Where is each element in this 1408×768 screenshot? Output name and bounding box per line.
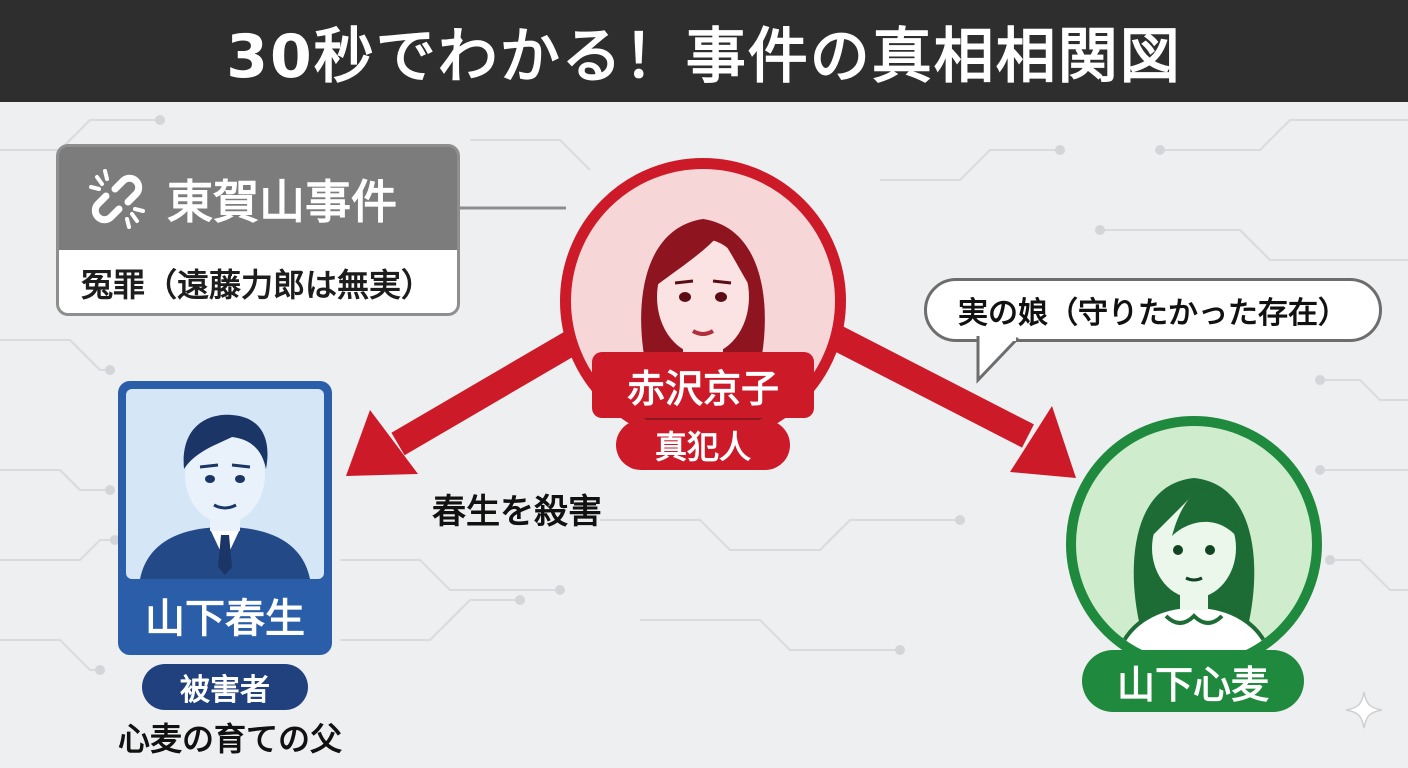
broken-link-icon: [89, 168, 145, 229]
victim-relation-note: 心麦の育ての父: [117, 720, 342, 758]
daughter-portrait: [1066, 416, 1322, 672]
victim-card: 山下春生: [118, 381, 332, 655]
culprit-name-label: 赤沢京子: [592, 352, 814, 418]
arrow-to-daughter-shaft: [800, 310, 1034, 448]
sparkle-icon: [1345, 691, 1383, 729]
relation-label-murder: 春生を殺害: [432, 491, 602, 532]
case-box: 東賀山事件 冤罪（遠藤力郎は無実）: [56, 144, 460, 316]
case-header: 東賀山事件: [59, 147, 457, 250]
man-portrait-icon: [140, 414, 310, 579]
arrow-to-daughter-head: [1010, 406, 1076, 478]
page-title: 30秒でわかる！事件の真相相関図: [0, 0, 1408, 102]
relation-bubble-daughter: 実の娘（守りたかった存在）: [924, 278, 1382, 342]
case-name: 東賀山事件: [167, 174, 397, 229]
daughter-name-label: 山下心麦: [1082, 650, 1304, 712]
arrow-to-victim-head: [346, 410, 418, 476]
girl-portrait-icon: [1113, 478, 1275, 662]
culprit-role-badge: 真犯人: [616, 420, 790, 470]
victim-role-badge: 被害者: [142, 664, 308, 710]
case-note: 冤罪（遠藤力郎は無実）: [59, 250, 457, 313]
victim-portrait: [126, 389, 324, 579]
victim-name-label: 山下春生: [145, 596, 305, 642]
speech-bubble-tail: [976, 336, 1020, 384]
